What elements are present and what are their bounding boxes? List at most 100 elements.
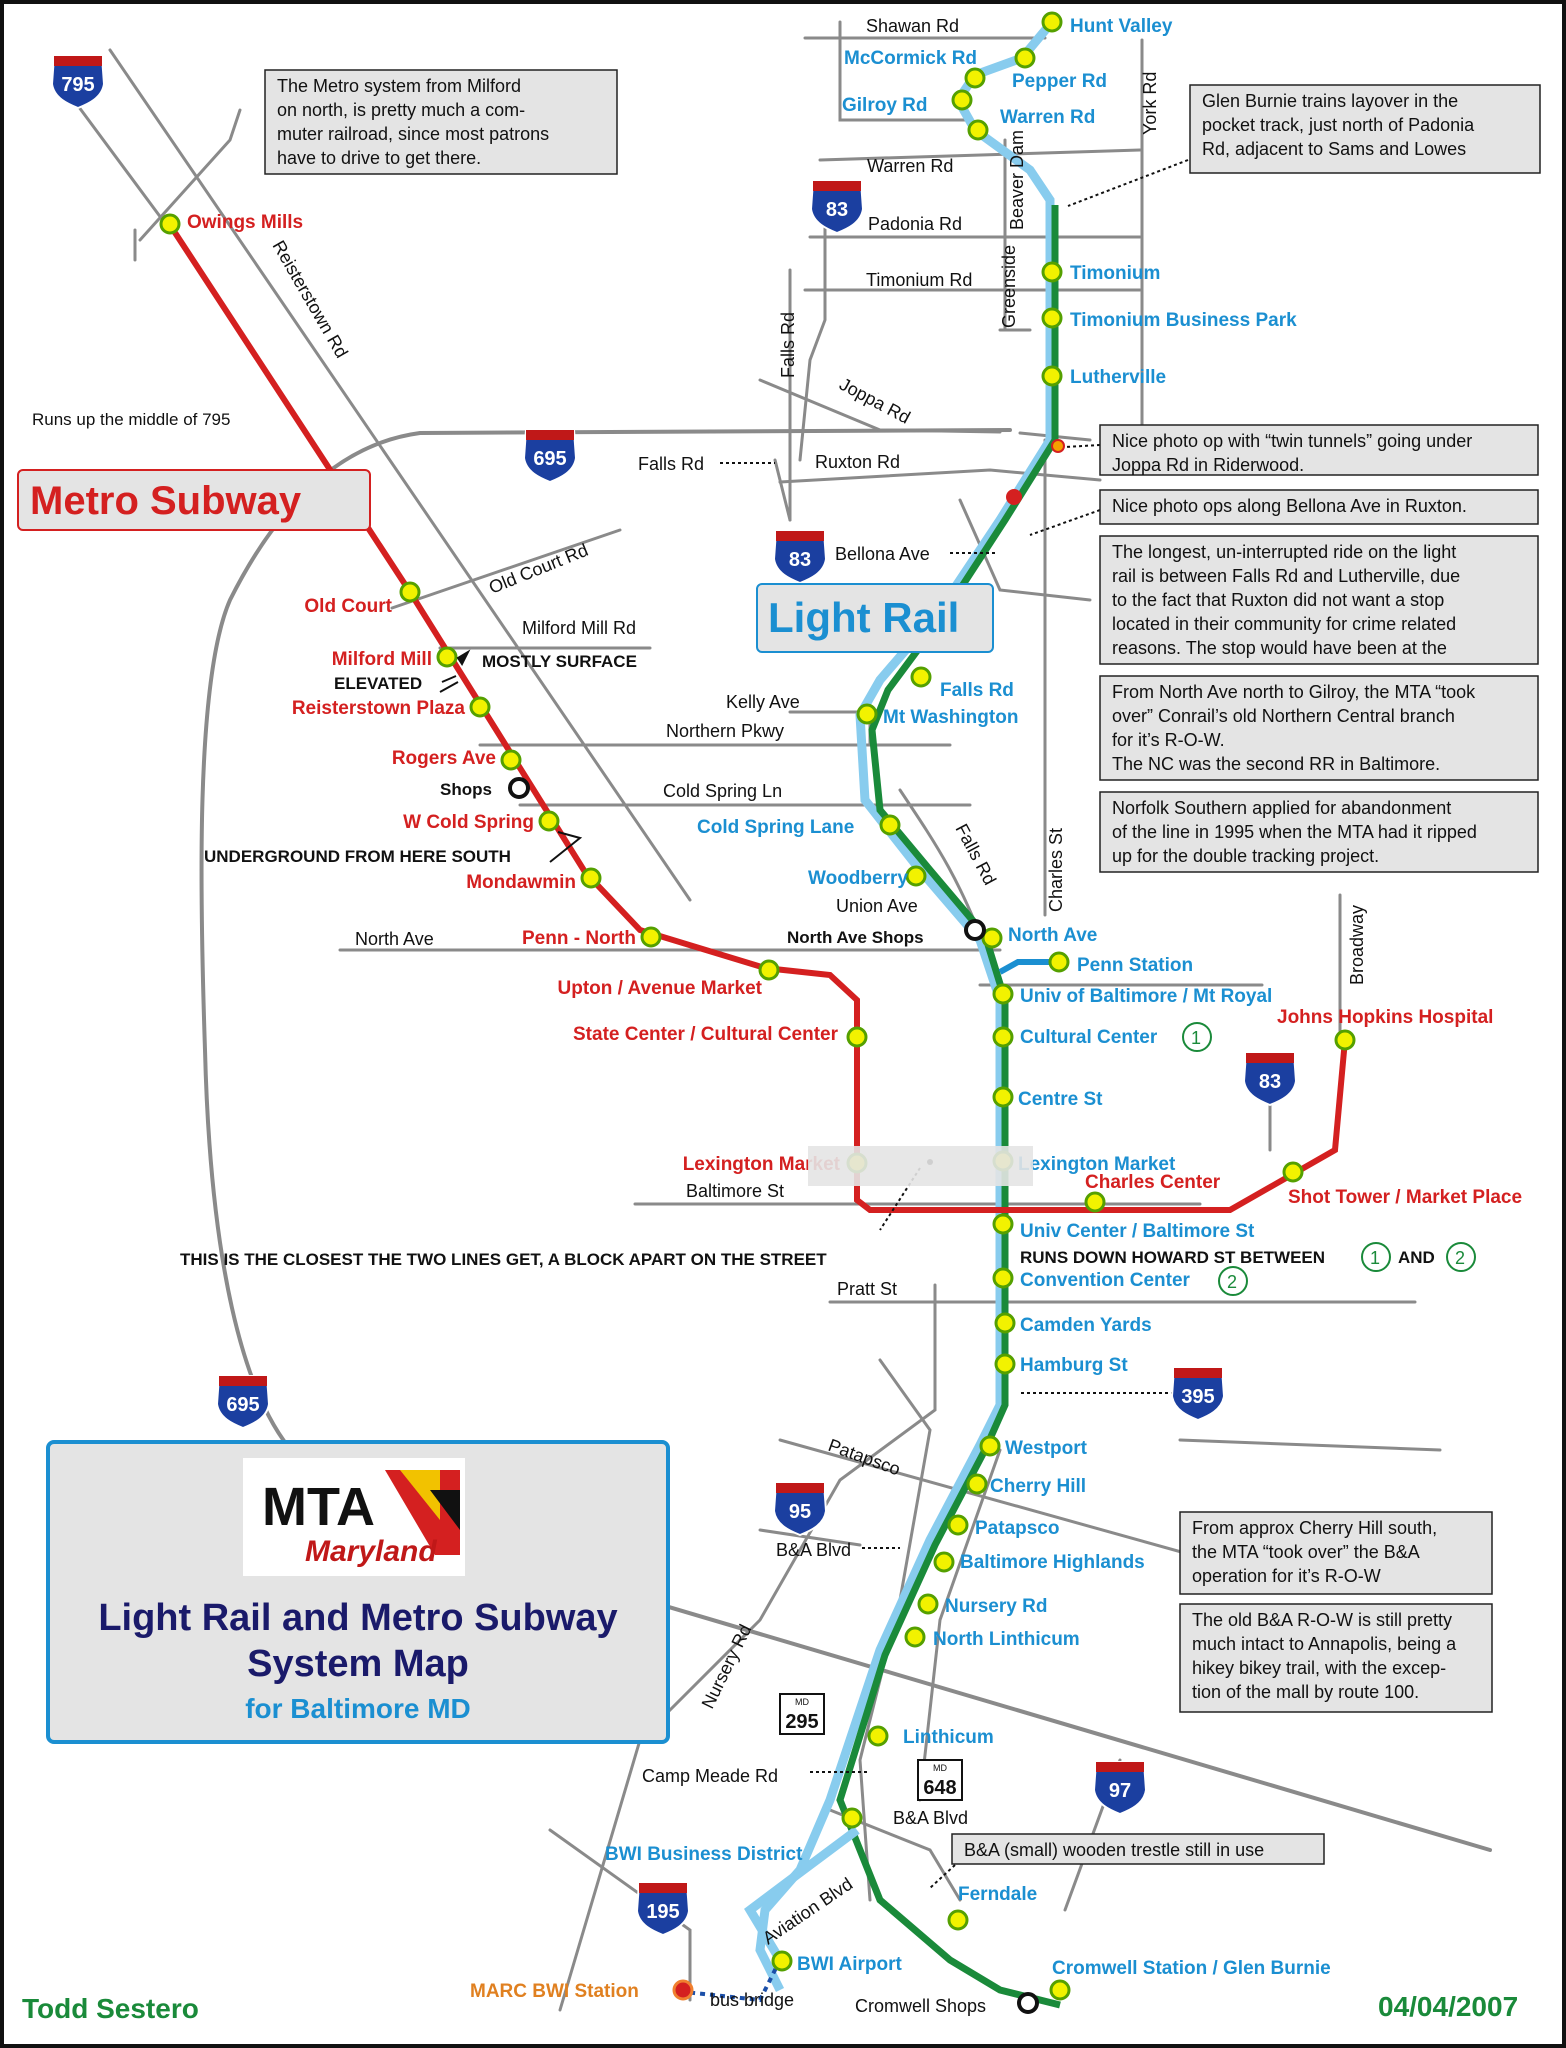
joppa-road	[758, 378, 1002, 434]
rail-station-label-lexington-market-rail: Lexington Market	[1018, 1154, 1176, 1175]
note-twin_tunnels: Nice photo op with “twin tunnels” going …	[1099, 424, 1539, 476]
shield-i83c: 83	[1242, 1052, 1298, 1107]
bellona-label: Bellona Ave	[835, 544, 930, 564]
notes-layer: The Metro system from Milford on north, i…	[264, 69, 1541, 1865]
note-norfolk: Norfolk Southern applied for abandonment…	[1099, 791, 1539, 873]
shawan-label: Shawan Rd	[866, 16, 959, 36]
rail-station-hamburg	[994, 1353, 1016, 1375]
subway-station-label-mondawmin: Mondawmin	[466, 872, 576, 893]
ba-blvd-label: B&A Blvd	[776, 1540, 851, 1560]
mccormick-road	[838, 20, 972, 122]
mostly-surface-note: MOSTLY SURFACE	[482, 652, 637, 671]
rail-station-label-baltimore-highlands: Baltimore Highlands	[960, 1552, 1145, 1573]
shield-i95-body	[772, 1482, 828, 1537]
shield-i83c-band	[1246, 1053, 1294, 1063]
note-bellona-box	[1099, 489, 1539, 525]
subway-station-milford-mill	[436, 646, 458, 668]
shield-md295-md: MD	[795, 1697, 809, 1707]
cromwell-shops-label: Cromwell Shops	[855, 1996, 986, 2016]
shield-i695a: 695	[522, 429, 578, 484]
milford-mill-label: Milford Mill Rd	[522, 618, 636, 638]
bellona-note-arrow	[1029, 509, 1101, 536]
note-glen_burnie-box	[1189, 84, 1541, 174]
shops-label: Shops	[440, 780, 492, 799]
shield-md648-number: 648	[923, 1777, 956, 1799]
callout-arrows	[720, 159, 1189, 1889]
note-bellona-line: Nice photo ops along Bellona Ave in Ruxt…	[1112, 496, 1467, 516]
shield-i83b-band	[776, 531, 824, 541]
title-panel: MTA Maryland Light Rail and Metro Subway…	[46, 1440, 670, 1744]
note-cherry_hill-line: the MTA “took over” the B&A	[1192, 1542, 1420, 1562]
closest-highlight	[808, 1146, 1033, 1186]
subway-station-label-old-court: Old Court	[304, 596, 392, 617]
beaver-dam-label: Beaver Dam	[1007, 130, 1027, 230]
note-milford-line: muter railroad, since most patrons	[277, 124, 549, 144]
old-court-road	[390, 528, 622, 610]
rail-station-label-hamburg: Hamburg St	[1020, 1355, 1128, 1376]
rail-station-label-linthicum: Linthicum	[903, 1727, 994, 1748]
subway-station-label-milford-mill: Milford Mill	[332, 649, 432, 670]
marc-bwi-marker	[672, 1979, 694, 2001]
patapsco-road	[778, 1438, 1212, 1562]
note-old_ba-line: tion of the mall by route 100.	[1192, 1682, 1419, 1702]
ruxton-label: Ruxton Rd	[815, 452, 900, 472]
rail-station-label-cultural-center: Cultural Center	[1020, 1027, 1158, 1048]
subway-station-label-owings-mills: Owings Mills	[187, 212, 303, 233]
rail-station-falls-rd	[910, 666, 932, 688]
rail-station-label-bwi-business: BWI Business District	[605, 1844, 803, 1865]
camp-meade-label: Camp Meade Rd	[642, 1766, 778, 1786]
ba-blvd-road	[758, 1528, 862, 1547]
note-trestle-line: B&A (small) wooden trestle still in use	[964, 1840, 1264, 1860]
shield-i695b-body	[215, 1375, 271, 1430]
york-label: York Rd	[1140, 72, 1160, 135]
metro-subway-box	[17, 469, 371, 531]
shield-i83a-band	[813, 181, 861, 191]
light-rail-title: Light Rail	[768, 594, 959, 641]
light-rail-box	[756, 583, 994, 653]
subway-station-label-rogers-ave: Rogers Ave	[392, 748, 496, 769]
shield-i83b-number: 83	[789, 549, 811, 571]
shield-i395-band	[1174, 1368, 1222, 1378]
rail-station-lutherville	[1041, 365, 1063, 387]
note-milford-line: have to drive to get there.	[277, 148, 481, 168]
note-cherry_hill-line: operation for it’s R-O-W	[1192, 1566, 1381, 1586]
note-milford-line: on north, is pretty much a com-	[277, 100, 525, 120]
pratt-label: Pratt St	[837, 1279, 897, 1299]
shield-i695b: 695	[215, 1375, 271, 1430]
rail-station-label-ferndale: Ferndale	[958, 1884, 1037, 1905]
rail-station-timonium	[1041, 261, 1063, 283]
maryland-flag-black	[430, 1490, 460, 1530]
subway-station-reisterstown-plaza	[469, 696, 491, 718]
note-north_central-line: From North Ave north to Gilroy, the MTA …	[1112, 682, 1476, 702]
title-line2: System Map	[247, 1643, 469, 1685]
note-milford-line: The Metro system from Milford	[277, 76, 521, 96]
shield-i97-body	[1092, 1761, 1148, 1816]
annotations: Runs up the middle of 795 ELEVATED MOSTL…	[32, 410, 1435, 1269]
rail-station-label-hunt-valley: Hunt Valley	[1070, 16, 1173, 37]
rail-station-univ-center	[992, 1213, 1014, 1235]
rail-station-label-north-linthicum: North Linthicum	[933, 1629, 1080, 1650]
note-milford: The Metro system from Milford on north, i…	[264, 69, 618, 175]
note-cherry_hill-line: From approx Cherry Hill south,	[1192, 1518, 1437, 1538]
title-line1: Light Rail and Metro Subway	[98, 1597, 617, 1639]
note-trestle-box	[951, 1833, 1325, 1865]
md648-road	[918, 1448, 1002, 1802]
circle-one-a-text: 1	[1191, 1028, 1201, 1048]
maryland-logo-text: Maryland	[305, 1535, 437, 1568]
reisterstown-road	[108, 48, 692, 902]
shield-i195: 195	[635, 1882, 691, 1937]
circle-two-a	[1446, 1242, 1476, 1272]
note-twin_tunnels-line: Nice photo op with “twin tunnels” going …	[1112, 431, 1472, 451]
note-longest-line: rail is between Falls Rd and Lutherville…	[1112, 566, 1460, 586]
note-north_central-line: The NC was the second RR in Baltimore.	[1112, 754, 1440, 774]
rail-station-nursery-rd	[917, 1593, 939, 1615]
howard-note: RUNS DOWN HOWARD ST BETWEEN	[1020, 1248, 1325, 1267]
shield-i83a-number: 83	[826, 199, 848, 221]
note-twin_tunnels-box	[1099, 424, 1539, 476]
shield-i395-body	[1170, 1367, 1226, 1422]
